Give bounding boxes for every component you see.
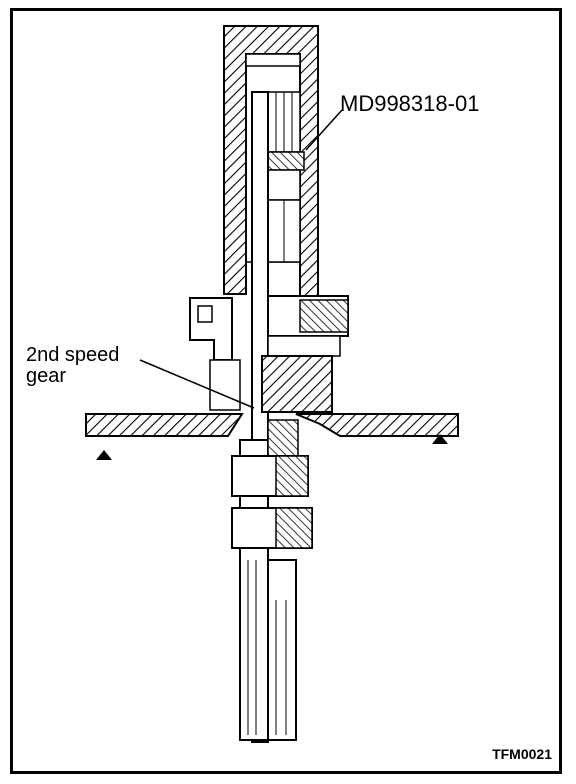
synchronizer-hub bbox=[261, 295, 349, 413]
gear-label: 2nd speed gear bbox=[26, 344, 120, 387]
snap-ring bbox=[189, 297, 241, 411]
gear-leader-line bbox=[139, 359, 255, 409]
main-shaft bbox=[239, 91, 297, 743]
support-triangle-left bbox=[96, 450, 112, 460]
tool-label: MD998318-01 bbox=[340, 91, 480, 116]
second-speed-gear bbox=[231, 419, 313, 549]
tool-leader-line bbox=[305, 109, 343, 151]
support-triangle-right bbox=[432, 434, 448, 444]
figure-code: TFM0021 bbox=[492, 746, 552, 763]
bearing-stack bbox=[261, 91, 305, 263]
support-plate bbox=[85, 413, 459, 460]
